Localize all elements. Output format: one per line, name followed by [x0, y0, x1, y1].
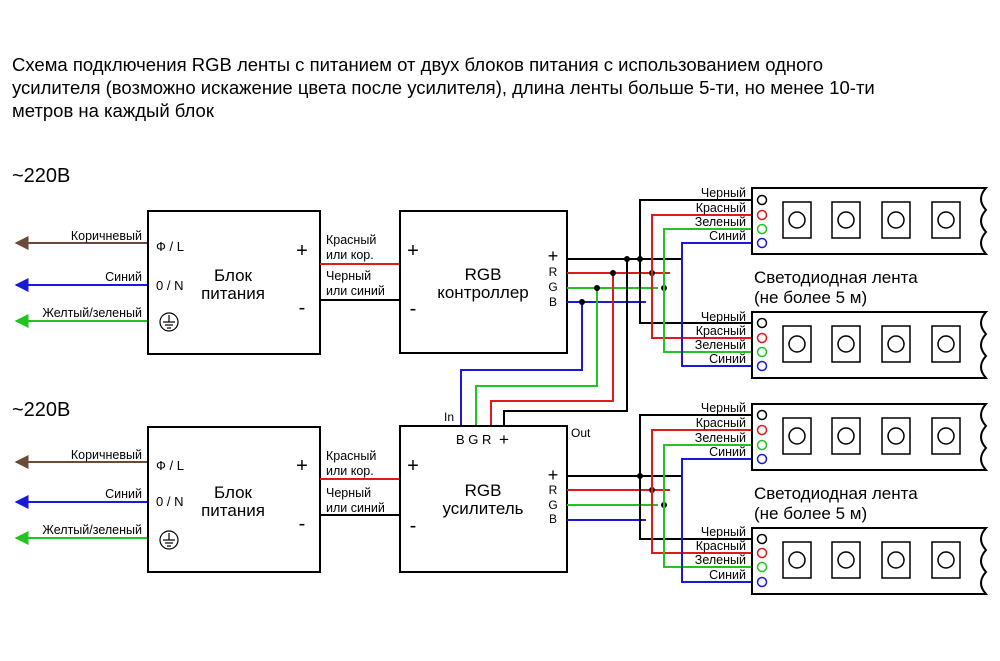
mains-brown-label-top: Коричневый	[71, 229, 142, 243]
strip-label-line1-bottom: Светодиодная лента	[754, 484, 918, 503]
strip1-blue-label: Синий	[709, 229, 746, 243]
mains-brown-label-bottom: Коричневый	[71, 448, 142, 462]
psu-plus-bottom: +	[296, 455, 308, 477]
mains-label-bottom: ~220В	[12, 399, 70, 421]
power-supply-box-top	[147, 210, 321, 355]
mains-blue-label-bottom: Синий	[105, 487, 142, 501]
wire-red-label1-bottom: Красный	[326, 449, 376, 463]
strip4-green-label: Зеленый	[695, 553, 746, 567]
ground-icon	[159, 312, 179, 332]
led-strip-2	[751, 311, 989, 379]
psu-phase-label-bottom: Ф / L	[156, 458, 184, 473]
amplifier-r-label: R	[549, 483, 558, 497]
controller-g-label: G	[548, 280, 557, 294]
wire-red-label2-top: или кор.	[326, 248, 374, 262]
strip4-blue-label: Синий	[709, 568, 746, 582]
strip2-wires	[639, 243, 760, 367]
mains-ground-label-top: Желтый/зеленый	[42, 306, 142, 320]
wire-red-label1-top: Красный	[326, 233, 376, 247]
led-strip-1	[751, 187, 989, 255]
diagram-title: Схема подключения RGB ленты с питанием о…	[12, 54, 875, 121]
psu-minus-top: -	[299, 297, 306, 319]
controller-plus-out: +	[548, 246, 559, 266]
strip3-blue-label: Синий	[709, 445, 746, 459]
strip4-wires	[639, 459, 760, 583]
psu-plus-top: +	[296, 240, 308, 262]
controller-label-line1: RGB	[465, 265, 502, 284]
strip-label-line2-top: (не более 5 м)	[754, 288, 867, 307]
psu-label-line1-top: Блок	[214, 266, 253, 285]
strip4-red-label: Красный	[696, 539, 746, 553]
strip-label-line1-top: Светодиодная лента	[754, 268, 918, 287]
controller-label-line2: контроллер	[437, 283, 529, 302]
controller-r-label: R	[549, 265, 558, 279]
amplifier-in-pins: B G R	[456, 432, 491, 447]
amplifier-input-wires	[460, 259, 628, 426]
psu-minus-bottom: -	[299, 513, 306, 535]
psu-phase-label-top: Ф / L	[156, 239, 184, 254]
led-strip-3	[751, 403, 989, 471]
strip2-black-label: Черный	[701, 310, 746, 324]
wire-black-label2-bottom: или синий	[326, 501, 385, 515]
controller-b-label: B	[549, 295, 557, 309]
rgb-amplifier-box	[399, 425, 568, 573]
amplifier-g-label: G	[548, 498, 557, 512]
mains-label-top: ~220В	[12, 165, 70, 187]
strip1-black-label: Черный	[701, 186, 746, 200]
power-supply-box-bottom	[147, 426, 321, 573]
junction-dots-top	[579, 256, 667, 305]
mains-blue-label-top: Синий	[105, 270, 142, 284]
led-strip-4	[751, 527, 989, 595]
psu-label-line2-top: питания	[201, 284, 265, 303]
strip3-green-label: Зеленый	[695, 431, 746, 445]
strip2-green-label: Зеленый	[695, 338, 746, 352]
amplifier-label-line1: RGB	[465, 481, 502, 500]
strip1-green-label: Зеленый	[695, 215, 746, 229]
amplifier-out-label: Out	[571, 426, 591, 440]
strip3-black-label: Черный	[701, 401, 746, 415]
mains-ground-label-bottom: Желтый/зеленый	[42, 523, 142, 537]
strip4-black-label: Черный	[701, 525, 746, 539]
amplifier-plus-out: +	[548, 465, 559, 485]
psu-label-line2-bottom: питания	[201, 501, 265, 520]
wire-black-label2-top: или синий	[326, 284, 385, 298]
strip3-red-label: Красный	[696, 416, 746, 430]
wire-black-label1-bottom: Черный	[326, 486, 371, 500]
controller-minus-in: -	[410, 298, 417, 320]
controller-plus-in: +	[407, 240, 419, 262]
rgb-controller-box	[399, 210, 568, 354]
wire-red-label2-bottom: или кор.	[326, 464, 374, 478]
amplifier-b-label: B	[549, 512, 557, 526]
psu-label-line1-bottom: Блок	[214, 483, 253, 502]
strip2-blue-label: Синий	[709, 352, 746, 366]
strip-label-line2-bottom: (не более 5 м)	[754, 504, 867, 523]
psu-neutral-label-top: 0 / N	[156, 278, 183, 293]
wire-black-label1-top: Черный	[326, 269, 371, 283]
ground-icon	[159, 530, 179, 550]
amplifier-in-label: In	[444, 410, 454, 424]
strip2-red-label: Красный	[696, 324, 746, 338]
amplifier-in-plus: +	[499, 430, 509, 449]
amplifier-plus-in: +	[407, 455, 419, 477]
amplifier-minus-in: -	[410, 515, 417, 537]
strip1-red-label: Красный	[696, 201, 746, 215]
amplifier-label-line2: усилитель	[443, 499, 524, 518]
psu-neutral-label-bottom: 0 / N	[156, 494, 183, 509]
